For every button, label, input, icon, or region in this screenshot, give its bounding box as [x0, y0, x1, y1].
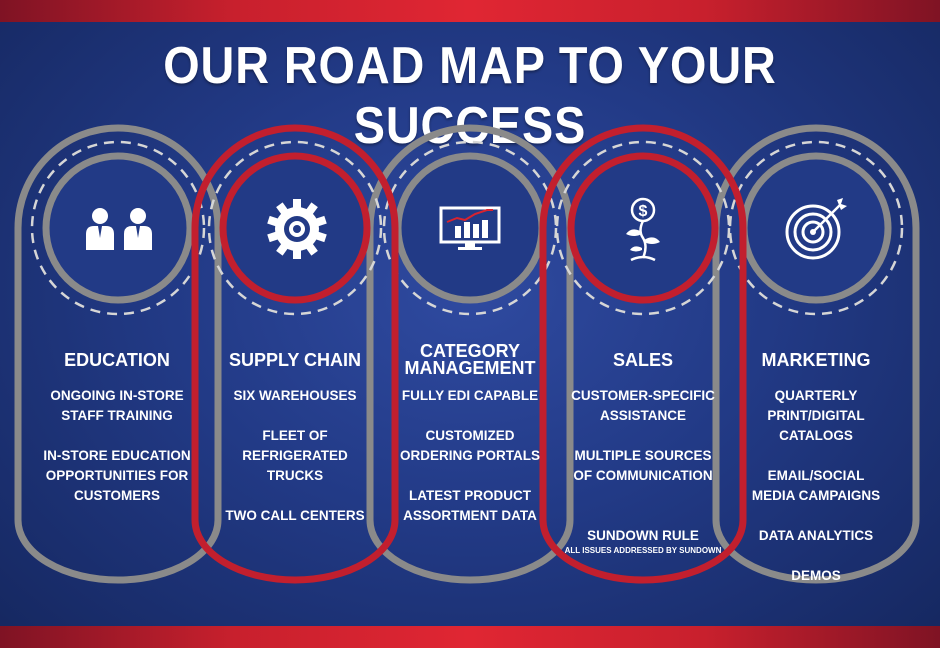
stage-item: DEMOS [791, 568, 841, 583]
stage-item: CUSTOMIZED ORDERING PORTALS [399, 428, 540, 463]
stage-heading: SALES [612, 349, 673, 370]
monitor-chart-icon [425, 196, 515, 266]
stage-supply-chain: SUPPLY CHAIN SIX WAREHOUSES FLEET OF REF… [209, 340, 381, 546]
page-title: OUR ROAD MAP TO YOUR SUCCESS [163, 37, 777, 155]
bottom-red-band [0, 626, 940, 648]
road-inner-ring [567, 152, 719, 304]
dollar-plant-icon: $ [598, 196, 688, 266]
stage-heading: SUPPLY CHAIN [228, 349, 362, 370]
stage-item: DATA ANALYTICS [758, 528, 874, 543]
stage-sales: SALES CUSTOMER-SPECIFIC ASSISTANCE MULTI… [557, 340, 729, 575]
stage-item: QUARTERLY PRINT/DIGITAL CATALOGS [767, 388, 865, 443]
people-icon [74, 196, 164, 266]
top-red-band [0, 0, 940, 22]
stage-item: SIX WAREHOUSES [233, 388, 357, 403]
road-loop-outline [539, 124, 747, 584]
svg-text:$: $ [639, 203, 648, 220]
road-dashed-ring [728, 140, 904, 316]
stage-item: FULLY EDI CAPABLE [401, 388, 539, 403]
stage-marketing: MARKETING QUARTERLY PRINT/DIGITAL CATALO… [730, 340, 902, 606]
stage-item: FLEET OF REFRIGERATED TRUCKS [242, 428, 348, 483]
road-inner-ring [42, 152, 194, 304]
stage-item: CUSTOMER-SPECIFIC ASSISTANCE [571, 388, 715, 423]
stage-item: TWO CALL CENTERS [225, 508, 365, 523]
road-dashed-ring [555, 140, 731, 316]
road-dashed-ring [382, 140, 558, 316]
stage-item: ONGOING IN-STORE STAFF TRAINING [50, 388, 184, 423]
stage-category-management: CATEGORY MANAGEMENT FULLY EDI CAPABLE CU… [384, 340, 556, 546]
stage-item: IN-STORE EDUCATION OPPORTUNITIES FOR CUS… [43, 448, 191, 503]
road-loop-outline [712, 124, 920, 584]
gear-icon [252, 196, 342, 266]
road-loop-outline [366, 124, 574, 584]
stage-heading: MARKETING [761, 349, 871, 370]
stage-item: SUNDOWN RULE ALL ISSUES ADDRESSED BY SUN… [557, 506, 729, 575]
stage-item: LATEST PRODUCT ASSORTMENT DATA [403, 488, 537, 523]
road-dashed-ring [30, 140, 206, 316]
road-loop-outline [14, 124, 222, 584]
stage-heading: EDUCATION [64, 349, 170, 370]
road-dashed-ring [207, 140, 383, 316]
road-loop-outline [191, 124, 399, 584]
target-icon [771, 196, 861, 266]
stage-item: MULTIPLE SOURCES OF COMMUNICATION [573, 448, 713, 483]
stage-item: EMAIL/SOCIAL MEDIA CAMPAIGNS [751, 468, 881, 503]
stage-education: EDUCATION ONGOING IN-STORE STAFF TRAININ… [31, 340, 203, 526]
stage-heading: CATEGORY MANAGEMENT [404, 341, 536, 378]
sundown-rule-note: ALL ISSUES ADDRESSED BY SUNDOWN [564, 546, 722, 555]
sundown-rule-label: SUNDOWN RULE [587, 528, 699, 543]
